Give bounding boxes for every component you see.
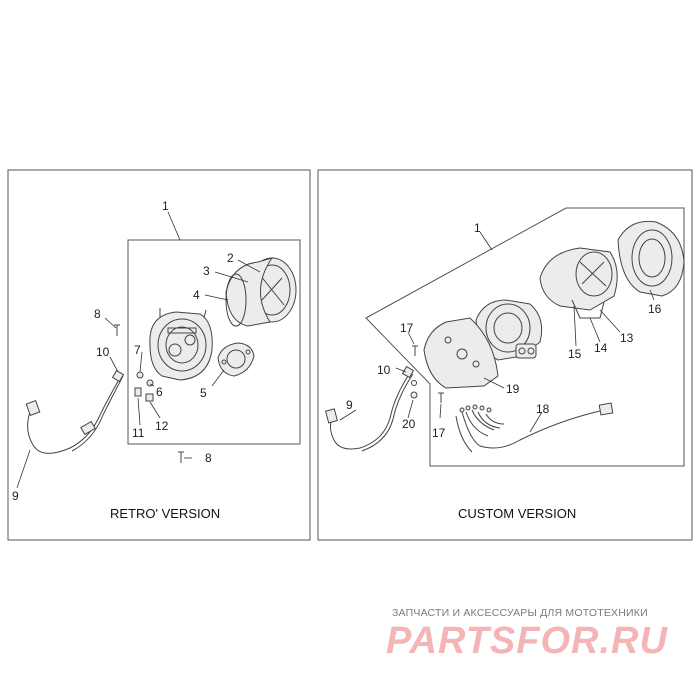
retro-housing-cup — [225, 257, 274, 327]
custom-callout-17-top: 17 — [400, 321, 414, 335]
retro-callout-12: 12 — [155, 419, 169, 433]
custom-version-panel: 1 9 10 13 14 15 16 17 17 18 19 20 CUSTOM… — [317, 169, 693, 541]
custom-callout-16: 16 — [648, 302, 662, 316]
custom-version-caption: CUSTOM VERSION — [458, 506, 576, 521]
retro-callout-7: 7 — [134, 343, 141, 357]
watermark-logo: PARTSFOR.RU — [386, 620, 668, 662]
custom-callout-15: 15 — [568, 347, 582, 361]
retro-callout-8-top: 8 — [94, 307, 101, 321]
custom-callout-20: 20 — [402, 417, 416, 431]
custom-callout-9: 9 — [346, 398, 353, 412]
retro-small-hardware — [134, 371, 154, 402]
custom-cluster-housing — [423, 317, 499, 389]
retro-callout-4: 4 — [193, 288, 200, 302]
custom-callout-18: 18 — [536, 402, 550, 416]
custom-speedometer-cable — [324, 365, 415, 452]
retro-version-caption: RETRO' VERSION — [110, 506, 220, 521]
retro-version-panel: 1 2 3 4 5 6 7 8 8 9 10 11 12 RETRO' VERS… — [7, 169, 311, 541]
retro-mounting-bracket — [217, 342, 255, 377]
custom-gauge-cups — [539, 247, 618, 319]
retro-callout-10: 10 — [96, 345, 110, 359]
retro-callout-8-bottom: 8 — [205, 451, 212, 465]
retro-callout-5: 5 — [200, 386, 207, 400]
retro-speedometer-cable — [25, 369, 125, 454]
retro-callout-6: 6 — [156, 385, 163, 399]
watermark-tagline: ЗАПЧАСТИ И АКСЕССУАРЫ ДЛЯ МОТОТЕХНИКИ — [392, 607, 648, 619]
retro-panel-frame — [7, 169, 311, 541]
custom-callout-14: 14 — [594, 341, 608, 355]
custom-callout-17-bottom: 17 — [432, 426, 446, 440]
custom-assembly-outline — [365, 207, 685, 467]
custom-wiring-harness — [455, 402, 614, 453]
custom-callout-19: 19 — [506, 382, 520, 396]
retro-callout-9: 9 — [12, 489, 19, 503]
custom-callout-13: 13 — [620, 331, 634, 345]
retro-callout-11: 11 — [132, 426, 145, 440]
custom-outer-cover — [617, 220, 685, 297]
custom-callout-10: 10 — [377, 363, 391, 377]
retro-speedometer — [149, 308, 213, 381]
retro-assembly-box — [127, 239, 301, 445]
retro-leader-lines — [16, 211, 261, 489]
custom-screws — [410, 345, 444, 403]
custom-callout-1: 1 — [474, 221, 481, 235]
custom-leader-lines — [339, 231, 655, 433]
custom-panel-frame — [317, 169, 693, 541]
retro-callout-2: 2 — [227, 251, 234, 265]
custom-instrument-cluster — [475, 299, 543, 361]
retro-callout-1: 1 — [162, 199, 169, 213]
retro-screws — [114, 324, 184, 463]
retro-callout-3: 3 — [203, 264, 210, 278]
